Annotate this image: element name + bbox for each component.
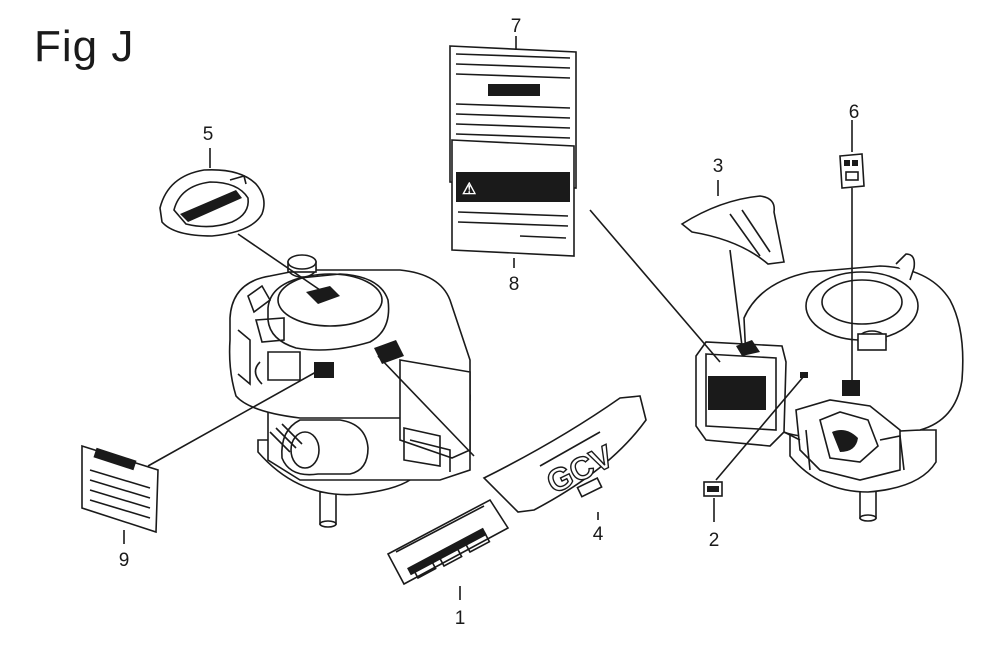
callout-6: 6 bbox=[849, 102, 860, 123]
callout-7: 7 bbox=[511, 16, 522, 37]
callout-1: 1 bbox=[455, 608, 466, 629]
callout-8: 8 bbox=[509, 274, 520, 295]
part-3-decal bbox=[680, 195, 785, 265]
callout-9: 9 bbox=[119, 550, 130, 571]
right-engine-label-6-position bbox=[842, 380, 860, 396]
part-1-id-plate bbox=[386, 498, 510, 586]
part-9-warning-plate bbox=[81, 444, 159, 534]
right-engine bbox=[695, 253, 964, 522]
callout-2: 2 bbox=[709, 530, 720, 551]
callout-3: 3 bbox=[713, 156, 724, 177]
part-7-warning-label: ⚠ bbox=[449, 45, 577, 257]
part-2-tag bbox=[703, 481, 723, 497]
part-6-plate bbox=[839, 153, 865, 189]
left-engine-label-1-position bbox=[374, 340, 404, 364]
left-engine bbox=[228, 254, 471, 528]
callout-numbers: 1 2 3 4 5 6 7 8 9 bbox=[119, 16, 860, 629]
left-engine-label-9-position bbox=[314, 362, 334, 378]
part-4-gcv-decal: GCV bbox=[482, 395, 647, 513]
part-5-emblem bbox=[159, 168, 265, 237]
callout-5: 5 bbox=[203, 124, 214, 145]
right-engine-label-2-position bbox=[800, 372, 808, 378]
figure-title: Fig J bbox=[34, 22, 135, 71]
left-engine-label-5-position bbox=[306, 286, 340, 304]
leader-lines bbox=[123, 36, 853, 600]
callout-4: 4 bbox=[593, 524, 604, 545]
part-8-decal-text: ⚠ bbox=[462, 181, 476, 198]
left-engine-shaft bbox=[319, 491, 337, 525]
right-engine-label-8-position bbox=[708, 376, 766, 410]
